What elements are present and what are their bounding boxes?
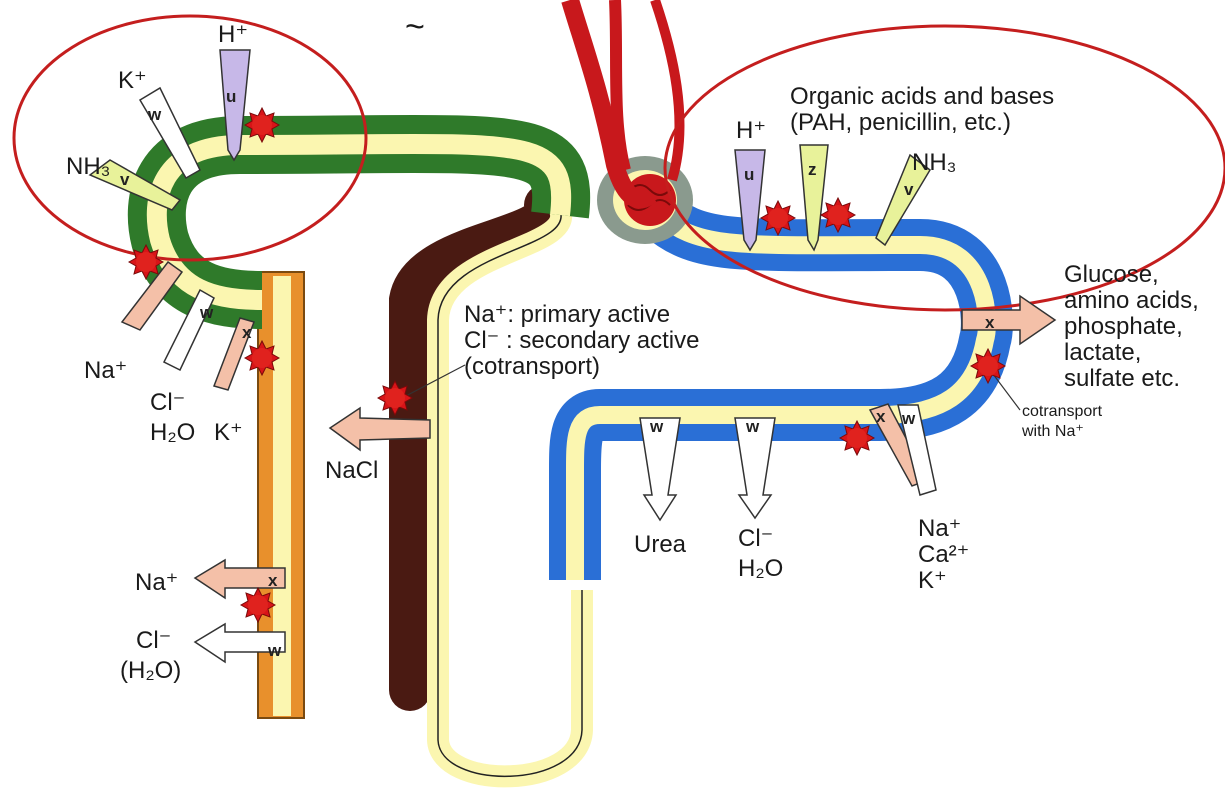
pump-icon [821, 198, 855, 232]
arrow-letter-v: v [120, 170, 130, 189]
arrow-letter-z: z [808, 160, 817, 179]
arrow-letter-v-2: v [904, 180, 914, 199]
pump-icon [761, 201, 795, 235]
organic-line-1: Organic acids and bases [790, 83, 1054, 110]
arrow-letter-w: w [147, 105, 162, 124]
arrow-letter-x-4: x [268, 571, 278, 590]
pump-icon [241, 588, 275, 622]
cotransport-line-2: with Na⁺ [1021, 423, 1084, 440]
label-urea: Urea [634, 531, 687, 558]
arrow-letter-x-3: x [876, 407, 886, 426]
glucose-line-5: sulfate etc. [1064, 365, 1180, 392]
label-k-plus-in: K⁺ [118, 67, 147, 94]
label-h2o-collect: (H₂O) [120, 657, 181, 684]
label-na-distal: Na⁺ [84, 357, 127, 384]
reabsorption-arrow-cl-prox: w [735, 417, 775, 518]
arrow-letter-x: x [242, 323, 252, 342]
pump-icon [378, 381, 412, 415]
label-ca-prox: Ca²⁺ [918, 541, 969, 568]
label-h2o-prox: H₂O [738, 555, 783, 582]
label-nh3-prox: NH₃ [912, 149, 956, 176]
arrow-letter-w-5: w [901, 409, 916, 428]
label-cl-distal: Cl⁻ [150, 389, 185, 416]
pump-icon [840, 421, 874, 455]
arrow-letter-u-2: u [744, 165, 754, 184]
loop-note-line-2: Cl⁻ : secondary active [464, 327, 699, 354]
reabsorption-arrow-k-distal: x [214, 318, 254, 390]
label-cl-collect: Cl⁻ [136, 627, 171, 654]
label-na-prox: Na⁺ [918, 515, 961, 542]
label-na-collect: Na⁺ [135, 569, 178, 596]
label-cl-prox: Cl⁻ [738, 525, 773, 552]
arrow-letter-w-2: w [199, 303, 214, 322]
label-h2o-distal: H₂O [150, 419, 195, 446]
cotransport-line-1: cotransport [1022, 403, 1103, 420]
arrow-letter-w-4: w [745, 417, 760, 436]
glucose-line-2: amino acids, [1064, 287, 1199, 314]
label-nacl: NaCl [325, 457, 378, 484]
organic-line-2: (PAH, penicillin, etc.) [790, 109, 1011, 136]
pump-icon [245, 108, 279, 142]
arrow-letter-w-3: w [649, 417, 664, 436]
label-k-out-distal: K⁺ [214, 419, 243, 446]
arrow-letter-x-2: x [985, 313, 995, 332]
pump-icon [129, 245, 163, 279]
pump-icon [245, 341, 279, 375]
arrow-letter-w-6: w [267, 641, 282, 660]
reabsorption-arrow-urea: w [640, 417, 680, 520]
glucose-line-1: Glucose, [1064, 261, 1159, 288]
label-k-prox: K⁺ [918, 567, 947, 594]
loop-note-line-1: Na⁺: primary active [464, 301, 670, 328]
label-h-plus-distal: H⁺ [218, 21, 248, 48]
glucose-line-3: phosphate, [1064, 313, 1183, 340]
loop-note-line-3: (cotransport) [464, 353, 600, 380]
label-nh3-distal: NH₃ [66, 153, 110, 180]
arrow-letter-u: u [226, 87, 236, 106]
tilde-mark: ~ [405, 8, 425, 46]
label-h-plus-prox: H⁺ [736, 117, 766, 144]
pump-icon [971, 349, 1005, 383]
glucose-line-4: lactate, [1064, 339, 1141, 366]
